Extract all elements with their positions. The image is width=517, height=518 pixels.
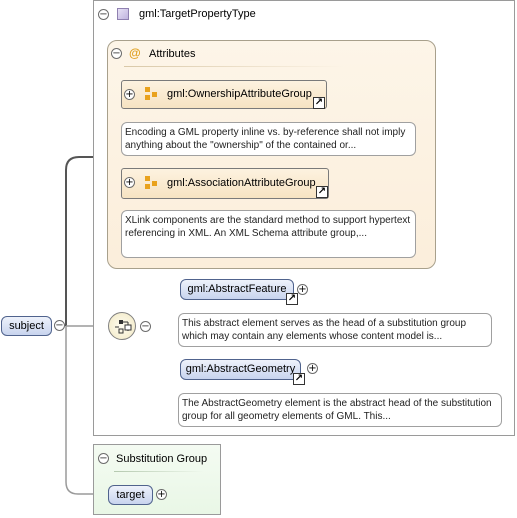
attributes-separator: [124, 66, 344, 67]
ownership-expand-icon[interactable]: +: [124, 89, 135, 100]
external-link-icon[interactable]: ↗: [313, 97, 325, 109]
ownership-attribute-group[interactable]: [121, 80, 327, 109]
abstract-feature-doc: This abstract element serves as the head…: [178, 313, 492, 347]
abstract-geometry-expand-icon[interactable]: +: [307, 363, 318, 374]
connector-subject-substitution: [65, 326, 108, 495]
ownership-group-label: gml:OwnershipAttributeGroup: [167, 88, 312, 100]
abstract-geometry-doc: The AbstractGeometry element is the abst…: [178, 393, 502, 427]
abstract-geometry-label: gml:AbstractGeometry: [185, 363, 296, 375]
external-link-icon[interactable]: ↗: [286, 293, 298, 305]
connector-subject-type: [65, 156, 107, 326]
choice-symbol: [115, 320, 132, 334]
external-link-icon[interactable]: ↗: [293, 373, 305, 385]
at-sign-icon: @: [129, 46, 141, 60]
type-title: gml:TargetPropertyType: [139, 8, 256, 20]
abstract-feature-element[interactable]: gml:AbstractFeature: [180, 279, 294, 300]
subject-element[interactable]: subject: [1, 316, 52, 336]
abstract-feature-expand-icon[interactable]: +: [297, 284, 308, 295]
attributes-title: Attributes: [149, 48, 196, 60]
target-expand-icon[interactable]: +: [156, 489, 167, 500]
subject-collapse-icon[interactable]: −: [54, 320, 65, 331]
attribute-group-icon: [145, 87, 158, 100]
association-doc: XLink components are the standard method…: [121, 210, 416, 258]
abstract-geometry-element[interactable]: gml:AbstractGeometry: [180, 359, 301, 380]
substitution-group-title: Substitution Group: [116, 453, 208, 465]
ownership-doc: Encoding a GML property inline vs. by-re…: [121, 122, 416, 156]
association-expand-icon[interactable]: +: [124, 177, 135, 188]
substitution-collapse-icon[interactable]: −: [98, 453, 109, 464]
abstract-feature-label: gml:AbstractFeature: [187, 283, 287, 295]
attribute-group-icon: [145, 176, 158, 189]
association-attribute-group[interactable]: [121, 168, 329, 199]
type-collapse-icon[interactable]: −: [98, 9, 109, 20]
subject-label: subject: [9, 320, 44, 332]
target-element[interactable]: target: [108, 485, 153, 505]
choice-compositor-icon[interactable]: [108, 312, 136, 340]
complex-type-icon: [117, 8, 129, 20]
external-link-icon[interactable]: ↗: [316, 186, 328, 198]
association-group-label: gml:AssociationAttributeGroup: [167, 177, 316, 189]
attributes-collapse-icon[interactable]: −: [111, 48, 122, 59]
choice-collapse-icon[interactable]: −: [140, 321, 151, 332]
substitution-separator: [114, 471, 204, 472]
target-label: target: [116, 489, 145, 501]
